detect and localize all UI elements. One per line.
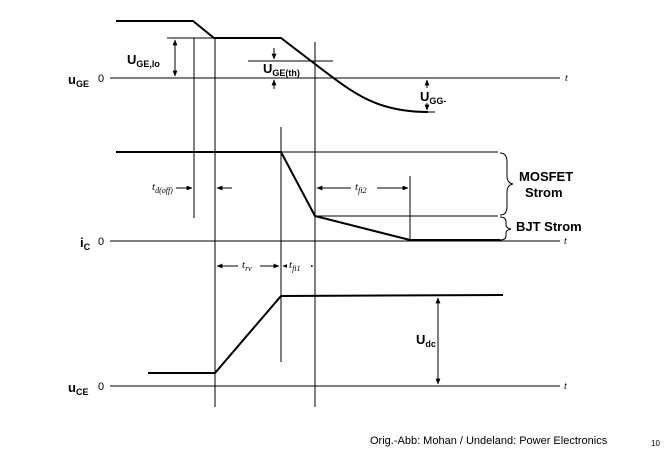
uce-signal-label: uCE: [68, 380, 88, 397]
uge-zero-label: 0: [98, 73, 104, 85]
ic-zero-label: 0: [98, 236, 104, 248]
mosfet-label-line2: Strom: [525, 185, 563, 200]
tfi2-label-background: [351, 180, 377, 194]
bjt-current-brace: [499, 216, 512, 241]
uce-zero-label: 0: [98, 381, 104, 393]
ic-signal-label: iC: [80, 235, 91, 252]
ic-waveform: [116, 151, 500, 241]
tfi2-label: tfi2: [355, 181, 367, 195]
bjt-label: BJT Strom: [516, 219, 582, 234]
udc-label: Udc: [416, 332, 436, 349]
uce-waveform: [148, 294, 504, 374]
source-credit: Orig.-Abb: Mohan / Undeland: Power Elect…: [370, 435, 608, 447]
trv-label-background: [238, 259, 260, 273]
td-off-label: td(off): [152, 181, 173, 195]
tfi1-label: tfi1: [289, 259, 301, 273]
mosfet-current-brace: [499, 152, 514, 216]
uge-th-label: UGE(th): [263, 61, 300, 78]
uge-waveform: [116, 20, 429, 113]
ic-axis-t-label: t: [564, 236, 567, 247]
mosfet-label-line1: MOSFET: [519, 169, 573, 184]
uge-lo-label: UGE,lo: [127, 52, 160, 69]
tfi1-label-background: [287, 259, 311, 273]
page-number: 10: [651, 439, 660, 448]
uge-signal-label: uGE: [68, 72, 89, 89]
ugg-label: UGG-: [420, 89, 446, 106]
trv-label: trv: [242, 259, 252, 273]
uge-axis-t-label: t: [565, 73, 568, 84]
uce-axis-t-label: t: [564, 381, 567, 392]
